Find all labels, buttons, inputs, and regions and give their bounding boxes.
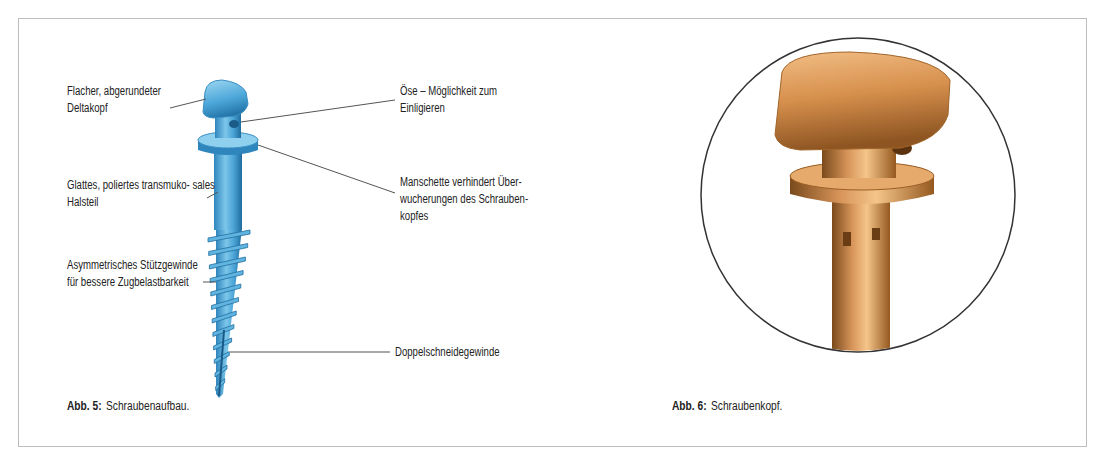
leader-lines [170,99,395,352]
figure-number: Abb. 5: [67,399,102,414]
thread-crest [209,244,248,256]
thread-crest [209,257,245,269]
thread-crest [208,230,250,242]
part-label: Glattes, poliertes transmuko- sales Hals… [67,177,215,211]
frame [19,19,1087,447]
screw [198,80,258,398]
thread-crest [210,271,243,283]
head-closeup [701,38,1015,366]
part-label: Öse – Möglichkeit zum Einligieren [400,83,512,117]
part-label: Asymmetrisches Stützgewinde für bessere … [67,257,207,291]
part-label: Doppelschneidegewinde [395,344,555,361]
thread-crest [211,284,241,296]
figure-number: Abb. 6: [672,399,707,414]
part-label: Manschette verhindert Über- wucherungen … [400,174,538,225]
thread-crest [212,298,239,310]
caption-text: Schraubenkopf. [711,399,782,414]
caption-text: Schraubenaufbau. [106,399,189,414]
thread-crest [212,311,236,323]
part-label: Flacher, abgerundeter Deltakopf [67,83,179,117]
